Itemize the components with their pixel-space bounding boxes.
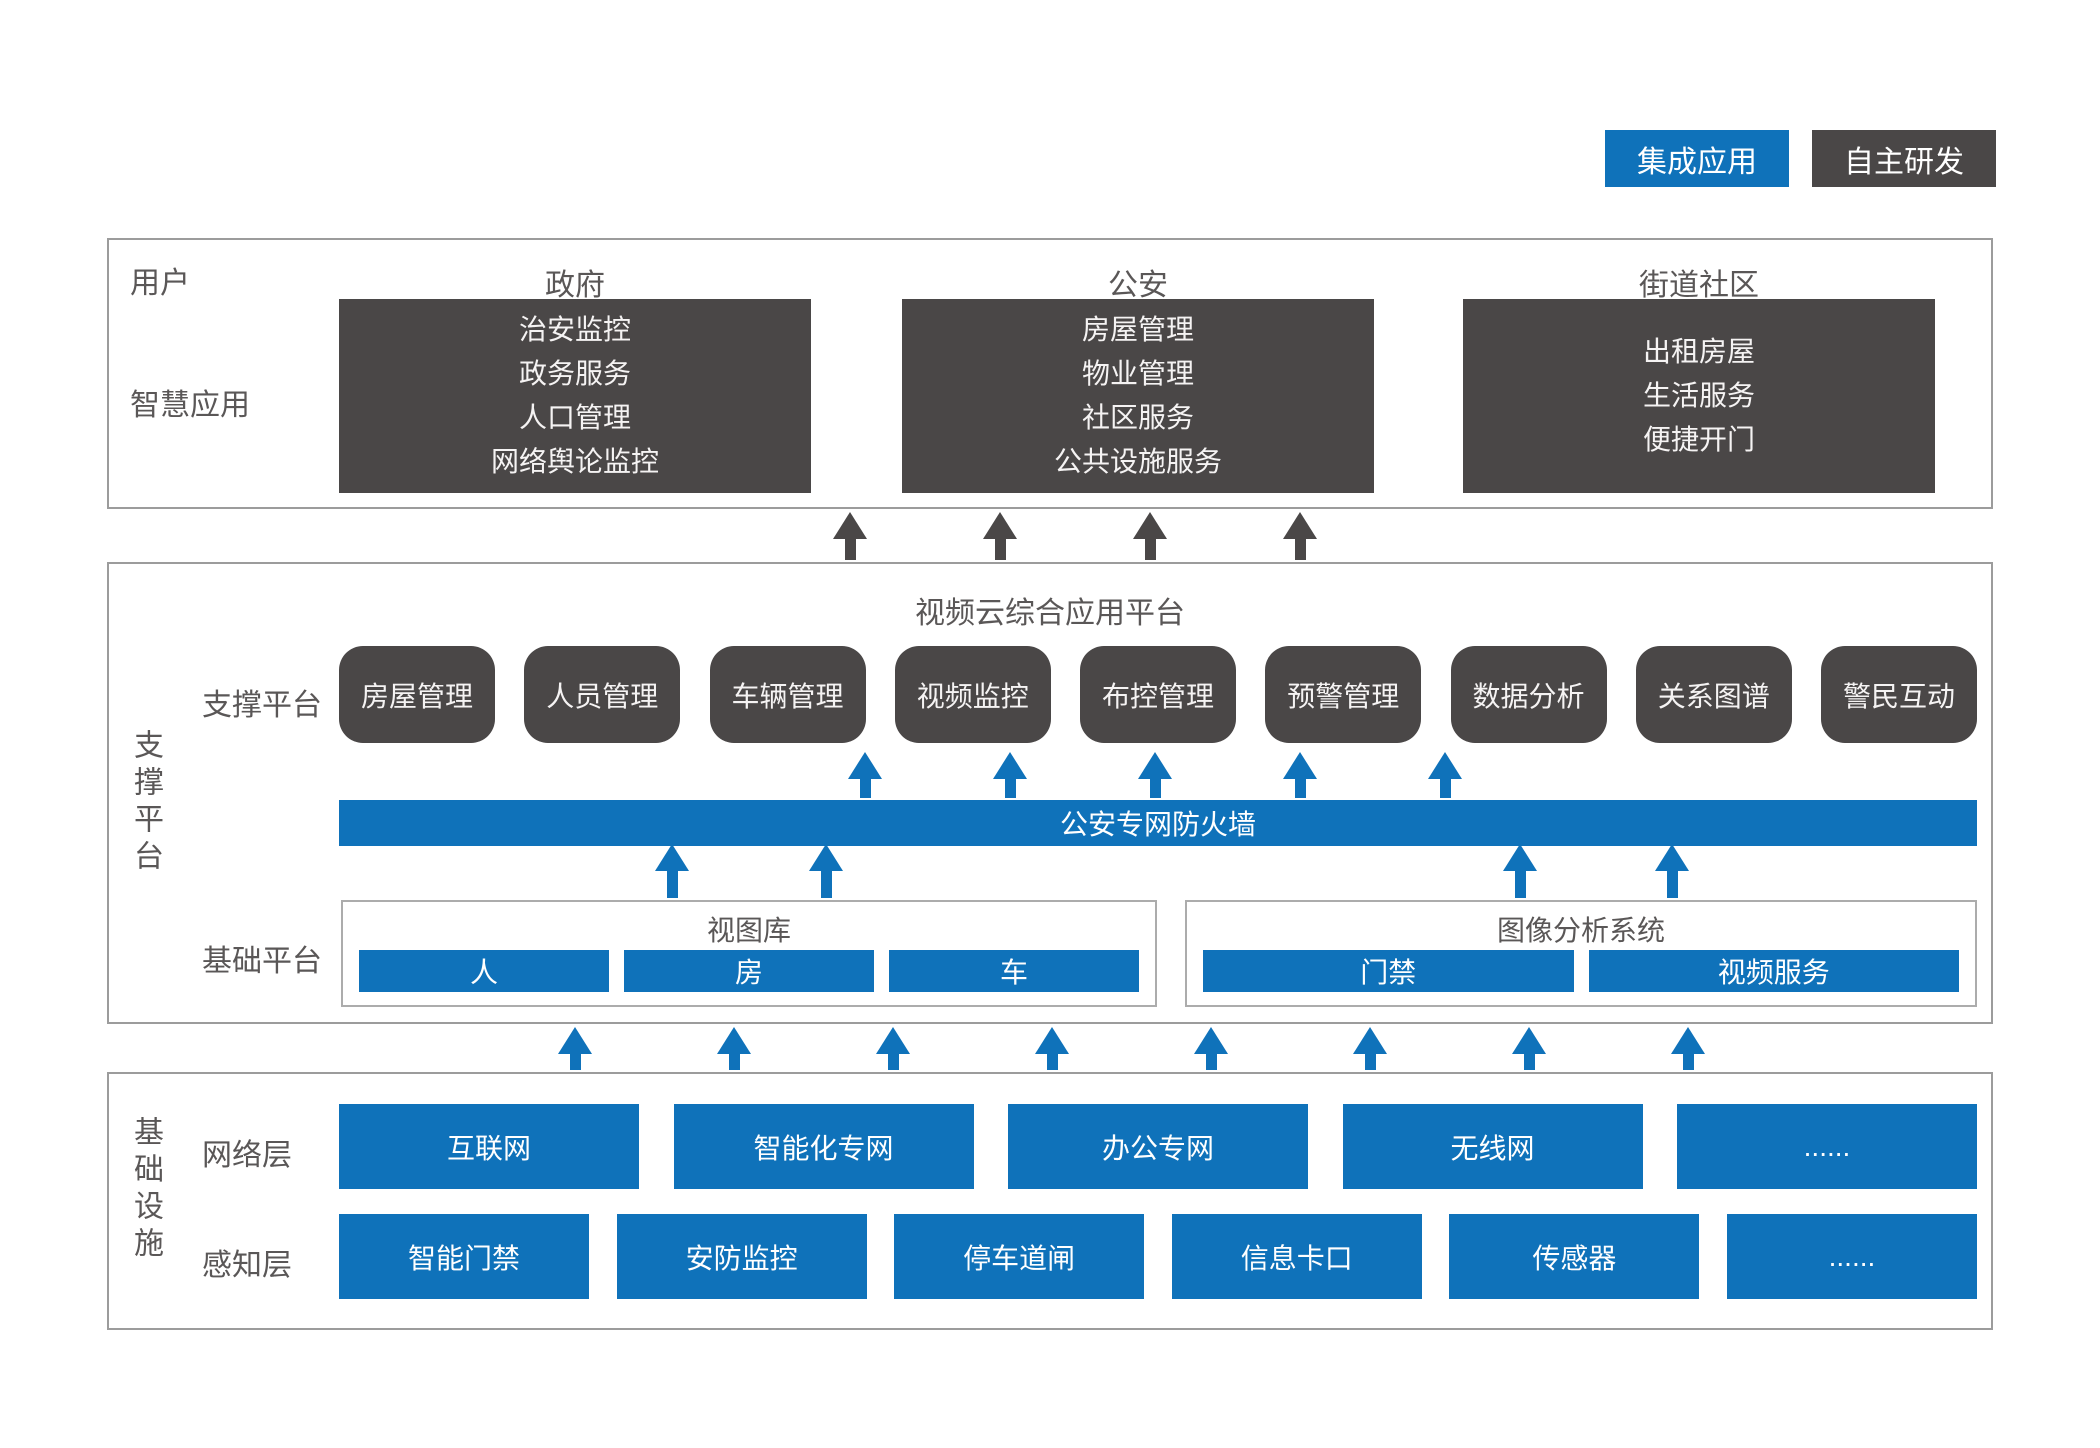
app-item: 生活服务	[1642, 380, 1755, 411]
up-arrow-icon	[1671, 1027, 1705, 1070]
smart-apps-row-label: 智慧应用	[130, 389, 250, 422]
app-item: 物业管理	[1081, 358, 1194, 389]
perception-box: 智能门禁	[339, 1214, 589, 1299]
up-arrow-icon	[848, 752, 882, 798]
base-item: 车	[889, 950, 1139, 992]
government-apps-box: 治安监控 政务服务 人口管理 网络舆论监控	[339, 299, 811, 493]
base-platform-row-label: 基础平台	[202, 945, 322, 978]
support-platform-row-label: 支撑平台	[202, 689, 322, 722]
network-box: 智能化专网	[673, 1104, 974, 1189]
view-library-container: 视图库 人 房 车	[341, 900, 1157, 1007]
network-layer-label: 网络层	[202, 1139, 292, 1172]
up-arrow-icon	[1503, 844, 1537, 898]
network-box: 办公专网	[1008, 1104, 1308, 1189]
app-item: 公共设施服务	[1053, 446, 1222, 477]
column-title-police: 公安	[1108, 269, 1168, 302]
app-item: 出租房屋	[1642, 336, 1755, 367]
legend-integrated-app: 集成应用	[1605, 130, 1789, 187]
app-item: 治安监控	[518, 314, 631, 345]
network-box: 无线网	[1342, 1104, 1643, 1189]
up-arrow-icon	[1353, 1027, 1387, 1070]
support-platform-section: 视频云综合应用平台 支撑平台 支撑平台 房屋管理 人员管理 车辆管理 视频监控 …	[107, 562, 1993, 1024]
column-title-community: 街道社区	[1639, 269, 1759, 302]
up-arrow-icon	[1138, 752, 1172, 798]
perception-box: 停车道闸	[894, 1214, 1145, 1299]
police-apps-box: 房屋管理 物业管理 社区服务 公共设施服务	[902, 299, 1374, 493]
module-chip: 布控管理	[1080, 646, 1236, 743]
up-arrow-icon	[717, 1027, 751, 1070]
platform-modules-row: 房屋管理 人员管理 车辆管理 视频监控 布控管理 预警管理 数据分析 关系图谱 …	[339, 646, 1977, 743]
app-item: 房屋管理	[1081, 314, 1194, 345]
up-arrow-icon	[1133, 512, 1167, 560]
module-chip: 视频监控	[894, 646, 1051, 743]
view-library-title: 视图库	[706, 915, 791, 946]
up-arrow-icon	[1655, 844, 1689, 898]
users-row-label: 用户	[130, 267, 190, 300]
app-item: 政务服务	[518, 358, 631, 389]
up-arrow-icon	[876, 1027, 910, 1070]
module-chip: 车辆管理	[709, 646, 866, 743]
network-box: 互联网	[339, 1104, 639, 1189]
module-chip: 数据分析	[1450, 646, 1607, 743]
up-arrow-icon	[1512, 1027, 1546, 1070]
app-item: 社区服务	[1081, 402, 1194, 433]
image-analysis-title: 图像分析系统	[1496, 915, 1665, 946]
up-arrow-icon	[1035, 1027, 1069, 1070]
base-item: 门禁	[1203, 950, 1574, 992]
app-item: 网络舆论监控	[490, 446, 659, 477]
up-arrow-icon	[655, 844, 689, 898]
module-chip: 警民互动	[1821, 646, 1977, 743]
infrastructure-side-label: 基础设施	[129, 1116, 162, 1264]
module-chip: 预警管理	[1265, 646, 1422, 743]
module-chip: 关系图谱	[1635, 646, 1792, 743]
image-analysis-container: 图像分析系统 门禁 视频服务	[1185, 900, 1977, 1007]
up-arrow-icon	[1283, 512, 1317, 560]
module-chip: 房屋管理	[339, 646, 495, 743]
perception-layer-row: 智能门禁 安防监控 停车道闸 信息卡口 传感器 ......	[339, 1214, 1977, 1299]
network-box: ......	[1677, 1104, 1977, 1189]
support-section-side-label: 支撑平台	[129, 729, 162, 877]
app-item: 人口管理	[518, 402, 631, 433]
base-item: 人	[359, 950, 609, 992]
app-item: 便捷开门	[1642, 424, 1755, 455]
module-chip: 人员管理	[524, 646, 681, 743]
perception-box: 传感器	[1449, 1214, 1700, 1299]
up-arrow-icon	[1194, 1027, 1228, 1070]
up-arrow-icon	[993, 752, 1027, 798]
base-item: 视频服务	[1588, 950, 1959, 992]
perception-layer-label: 感知层	[202, 1249, 292, 1282]
up-arrow-icon	[1283, 752, 1317, 798]
up-arrow-icon	[558, 1027, 592, 1070]
up-arrow-icon	[983, 512, 1017, 560]
firewall-bar: 公安专网防火墙	[339, 800, 1977, 846]
community-apps-box: 出租房屋 生活服务 便捷开门	[1463, 299, 1935, 493]
perception-box: 信息卡口	[1171, 1214, 1422, 1299]
user-section: 用户 智慧应用 政府 公安 街道社区 治安监控 政务服务 人口管理 网络舆论监控…	[107, 238, 1993, 509]
up-arrow-icon	[809, 844, 843, 898]
infrastructure-section: 基础设施 网络层 感知层 互联网 智能化专网 办公专网 无线网 ...... 智…	[107, 1072, 1993, 1330]
platform-title: 视频云综合应用平台	[915, 597, 1185, 630]
perception-box: ......	[1726, 1214, 1977, 1299]
perception-box: 安防监控	[616, 1214, 867, 1299]
base-item: 房	[624, 950, 874, 992]
legend-self-developed: 自主研发	[1812, 130, 1996, 187]
up-arrow-icon	[833, 512, 867, 560]
up-arrow-icon	[1428, 752, 1462, 798]
network-layer-row: 互联网 智能化专网 办公专网 无线网 ......	[339, 1104, 1977, 1189]
column-title-government: 政府	[545, 269, 605, 302]
